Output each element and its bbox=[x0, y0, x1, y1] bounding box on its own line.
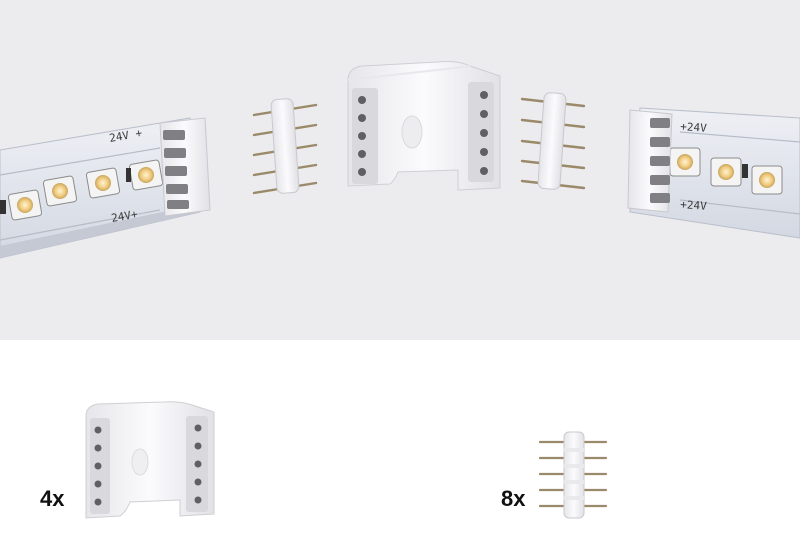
led-chip bbox=[710, 157, 742, 187]
strip-left-label-top: 24V + bbox=[108, 126, 143, 145]
corner-connector-quantity: 4x bbox=[40, 486, 65, 511]
corner-connector-item bbox=[85, 401, 215, 519]
led-chip bbox=[85, 167, 121, 199]
corner-connector-center bbox=[347, 61, 501, 191]
strip-left-end-connector bbox=[159, 117, 211, 217]
led-chip bbox=[42, 175, 78, 207]
pin-connector-item bbox=[538, 431, 608, 519]
resistor bbox=[0, 200, 6, 214]
led-chip bbox=[7, 189, 43, 221]
resistor bbox=[742, 164, 748, 178]
pin-connector-right bbox=[520, 92, 586, 190]
strip-right-label-bottom: +24V bbox=[680, 198, 708, 213]
led-chip bbox=[128, 159, 164, 191]
product-scene: 24V + 24V+ bbox=[0, 61, 800, 259]
led-strip-right: +24V +24V bbox=[627, 107, 800, 239]
led-chip bbox=[669, 147, 701, 177]
strip-right-label-top: +24V bbox=[680, 120, 708, 135]
product-photo: 24V + 24V+ bbox=[0, 0, 800, 340]
package-contents: 4x 8x bbox=[0, 340, 800, 533]
strip-right-end-connector bbox=[627, 109, 673, 213]
led-chip bbox=[751, 165, 783, 195]
connector-socket-left bbox=[352, 88, 378, 184]
strip-left-label-bottom: 24V+ bbox=[110, 207, 139, 224]
pin-connector-left bbox=[252, 98, 318, 195]
connector-socket-right bbox=[468, 82, 494, 182]
led-strip-left: 24V + 24V+ bbox=[0, 117, 211, 259]
pin-connector-quantity: 8x bbox=[501, 486, 526, 511]
resistor bbox=[126, 168, 131, 182]
